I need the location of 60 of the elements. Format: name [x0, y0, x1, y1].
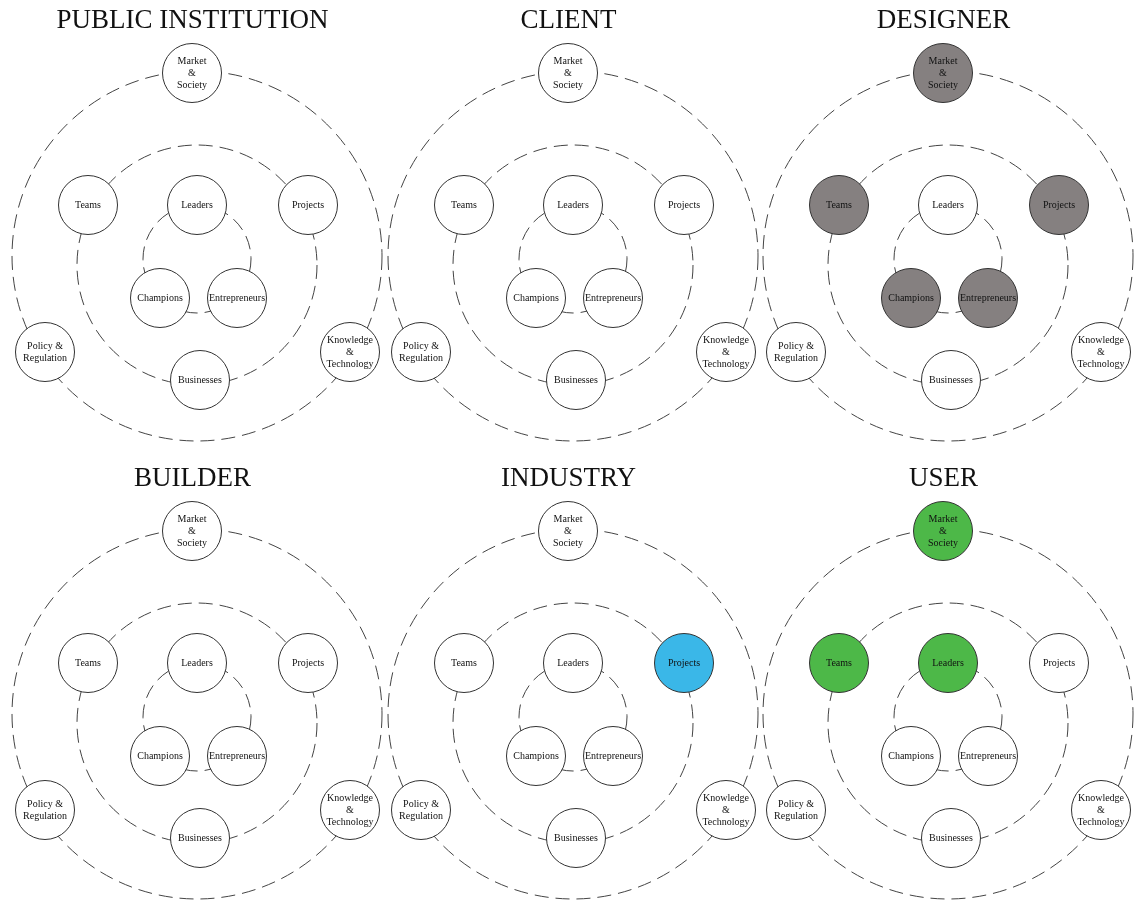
topic-circle: Knowledge & Technology: [320, 780, 380, 840]
topic-circle: Teams: [58, 175, 118, 235]
topic-circle: Knowledge & Technology: [696, 322, 756, 382]
topic-circle: Knowledge & Technology: [320, 322, 380, 382]
topic-circle: Projects: [654, 175, 714, 235]
topic-circle: Market & Society: [162, 501, 222, 561]
topic-circle: Entrepreneurs: [958, 268, 1018, 328]
topic-circle: Knowledge & Technology: [696, 780, 756, 840]
panel-title: DESIGNER: [876, 4, 1011, 35]
topic-circle: Leaders: [167, 175, 227, 235]
topic-circle: Market & Society: [538, 501, 598, 561]
topic-circle: Champions: [881, 726, 941, 786]
topic-circle: Policy & Regulation: [391, 780, 451, 840]
topic-circle: Businesses: [170, 350, 230, 410]
topic-circle: Projects: [1029, 175, 1089, 235]
topic-circle: Entrepreneurs: [207, 268, 267, 328]
topic-circle: Knowledge & Technology: [1071, 322, 1131, 382]
topic-circle: Teams: [809, 175, 869, 235]
topic-circle: Leaders: [543, 633, 603, 693]
topic-circle: Businesses: [170, 808, 230, 868]
topic-circle: Market & Society: [538, 43, 598, 103]
topic-circle: Projects: [278, 175, 338, 235]
topic-circle: Teams: [434, 175, 494, 235]
topic-circle: Champions: [506, 726, 566, 786]
topic-circle: Policy & Regulation: [391, 322, 451, 382]
topic-circle: Businesses: [546, 808, 606, 868]
topic-circle: Projects: [278, 633, 338, 693]
panel-title: INDUSTRY: [501, 462, 636, 493]
panel-title: CLIENT: [520, 4, 617, 35]
topic-circle: Leaders: [918, 633, 978, 693]
topic-circle: Knowledge & Technology: [1071, 780, 1131, 840]
topic-circle: Projects: [654, 633, 714, 693]
topic-circle: Teams: [809, 633, 869, 693]
topic-circle: Market & Society: [913, 501, 973, 561]
topic-circle: Businesses: [921, 350, 981, 410]
panel-title: PUBLIC INSTITUTION: [56, 4, 329, 35]
topic-circle: Businesses: [921, 808, 981, 868]
panel-title: USER: [909, 462, 978, 493]
topic-circle: Policy & Regulation: [15, 780, 75, 840]
topic-circle: Champions: [506, 268, 566, 328]
topic-circle: Entrepreneurs: [958, 726, 1018, 786]
topic-circle: Teams: [58, 633, 118, 693]
topic-circle: Champions: [881, 268, 941, 328]
topic-circle: Projects: [1029, 633, 1089, 693]
topic-circle: Champions: [130, 268, 190, 328]
topic-circle: Leaders: [167, 633, 227, 693]
topic-circle: Teams: [434, 633, 494, 693]
topic-circle: Entrepreneurs: [583, 268, 643, 328]
topic-circle: Entrepreneurs: [207, 726, 267, 786]
topic-circle: Market & Society: [913, 43, 973, 103]
topic-circle: Leaders: [543, 175, 603, 235]
topic-circle: Policy & Regulation: [766, 322, 826, 382]
topic-circle: Policy & Regulation: [766, 780, 826, 840]
topic-circle: Market & Society: [162, 43, 222, 103]
topic-circle: Policy & Regulation: [15, 322, 75, 382]
topic-circle: Entrepreneurs: [583, 726, 643, 786]
panel-title: BUILDER: [134, 462, 251, 493]
topic-circle: Champions: [130, 726, 190, 786]
topic-circle: Leaders: [918, 175, 978, 235]
topic-circle: Businesses: [546, 350, 606, 410]
